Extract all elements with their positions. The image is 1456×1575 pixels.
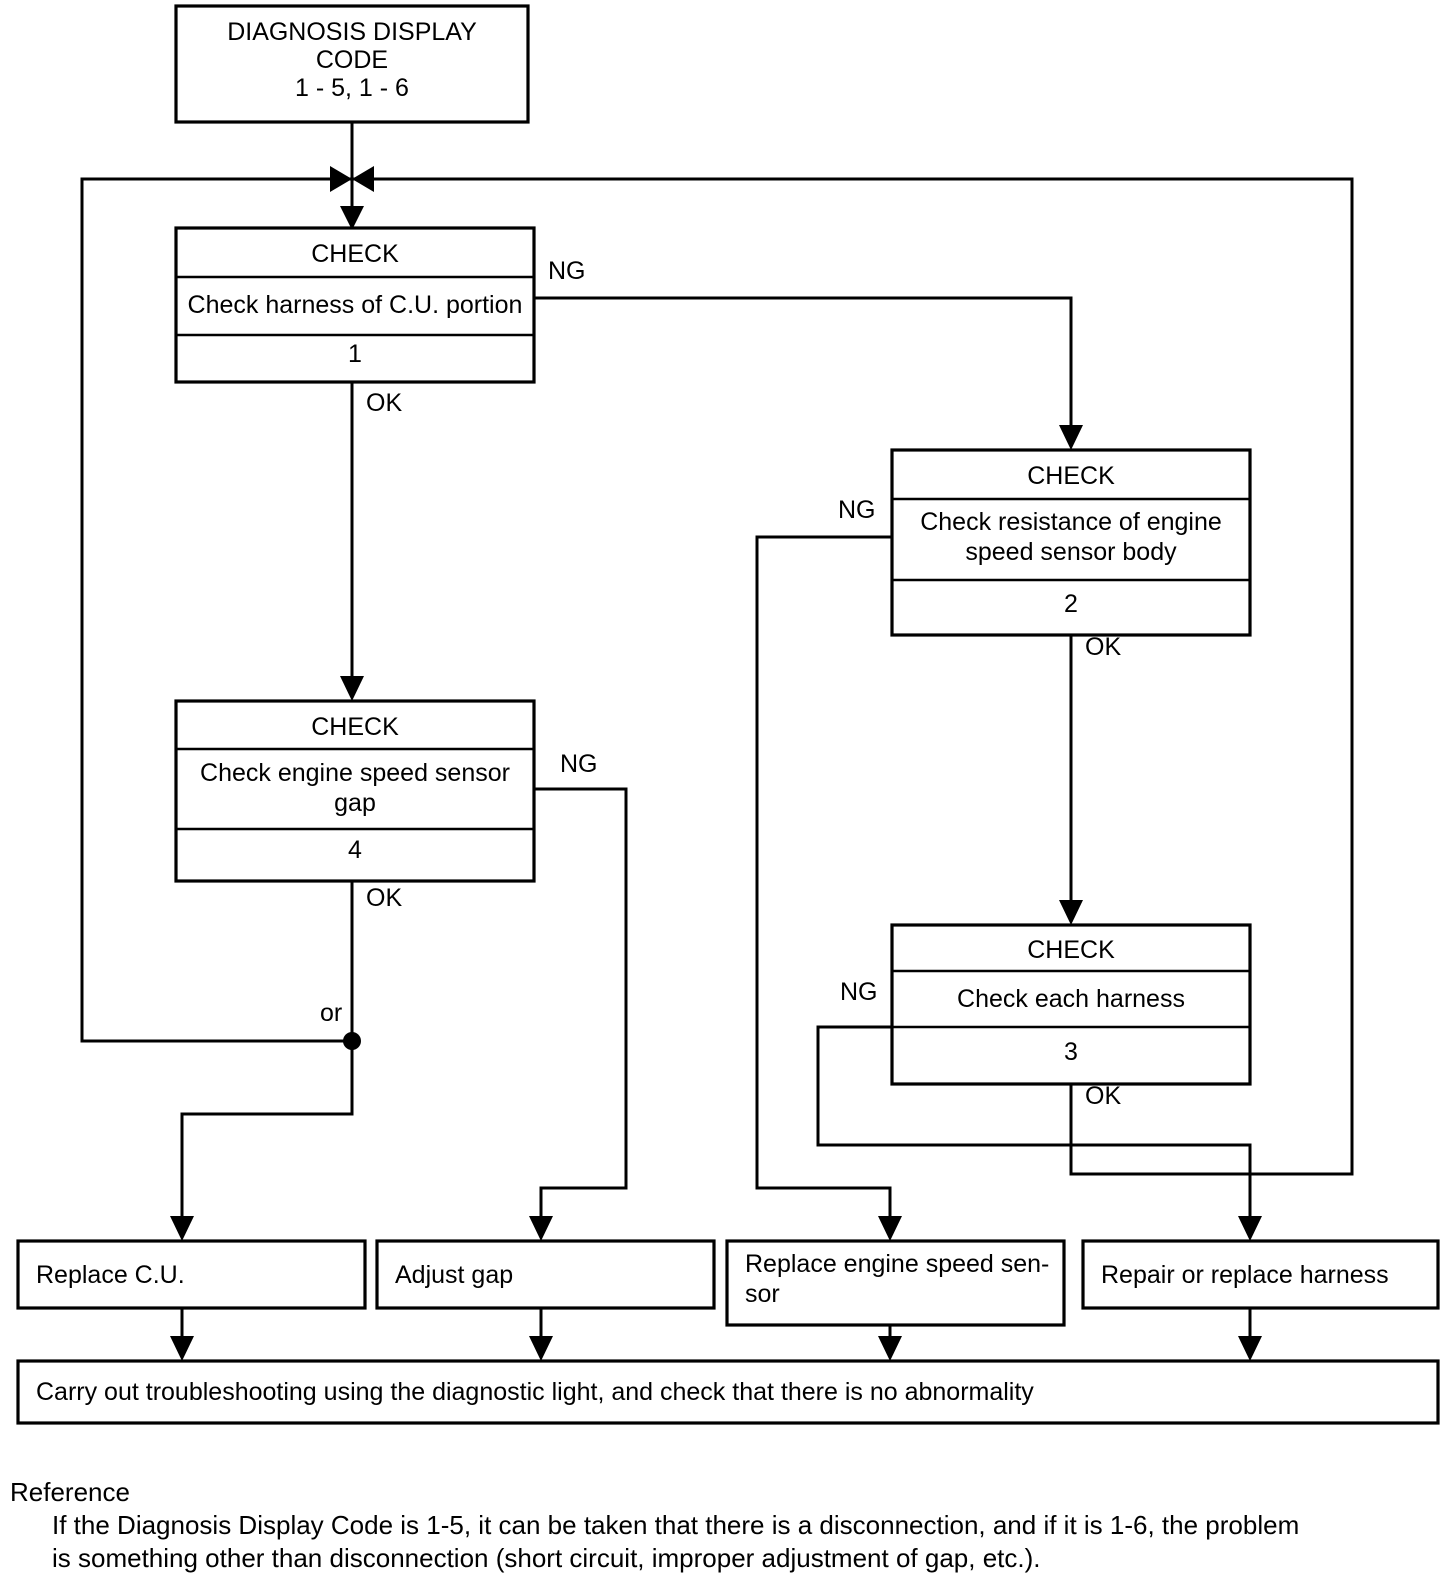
start-box-line-2: CODE bbox=[316, 46, 388, 74]
check-box-4: CHECK Check engine speed sensor gap 4 NG… bbox=[174, 699, 598, 1027]
start-box-line-3: 1 - 5, 1 - 6 bbox=[295, 74, 409, 102]
action-box-adjust-gap: Adjust gap bbox=[375, 1239, 716, 1310]
arrowhead-check1-ng bbox=[1059, 425, 1083, 450]
check-3-ng-label: NG bbox=[840, 978, 878, 1006]
action-replace-sensor-line-2: sor bbox=[745, 1280, 780, 1308]
edge-check3-ok-to-feedback bbox=[1069, 1084, 1354, 1176]
final-box-text: Carry out troubleshooting using the diag… bbox=[36, 1378, 1034, 1406]
check-4-body-line-2: gap bbox=[334, 789, 376, 817]
check-1-ok-label: OK bbox=[366, 389, 402, 417]
check-2-title: CHECK bbox=[1027, 462, 1115, 490]
check-3-body-line-1: Check each harness bbox=[957, 985, 1185, 1013]
reference-line-1: If the Diagnosis Display Code is 1-5, it… bbox=[52, 1510, 1300, 1540]
arrowhead-into-check-1 bbox=[340, 206, 364, 230]
reference-heading: Reference bbox=[10, 1477, 130, 1507]
edge-right-feedback bbox=[352, 177, 1354, 1145]
reference-line-2: is something other than disconnection (s… bbox=[52, 1543, 1041, 1573]
check-1-body-line-1: Check harness of C.U. portion bbox=[188, 291, 523, 319]
arrowhead-final-2 bbox=[529, 1336, 553, 1361]
check-1-ng-label: NG bbox=[548, 257, 586, 285]
or-label: or bbox=[320, 999, 342, 1027]
start-box: DIAGNOSIS DISPLAY CODE 1 - 5, 1 - 6 bbox=[174, 4, 530, 124]
merge-arrowhead-right bbox=[352, 166, 374, 192]
arrowhead-replace-cu bbox=[170, 1216, 194, 1241]
edge-check1-ng-to-check2 bbox=[534, 296, 1073, 426]
final-box: Carry out troubleshooting using the diag… bbox=[16, 1359, 1440, 1425]
action-replace-sensor-line-1: Replace engine speed sen- bbox=[745, 1250, 1049, 1278]
check-4-title: CHECK bbox=[311, 713, 399, 741]
check-2-body-line-2: speed sensor body bbox=[965, 538, 1177, 566]
or-junction-dot bbox=[343, 1032, 361, 1050]
action-box-repair-harness: Repair or replace harness bbox=[1081, 1239, 1440, 1310]
arrowhead-final-1 bbox=[170, 1336, 194, 1361]
arrowhead-final-4 bbox=[1238, 1336, 1262, 1361]
action-box-replace-cu: Replace C.U. bbox=[16, 1239, 367, 1310]
arrowhead-repair-harness bbox=[1238, 1216, 1262, 1241]
check-box-3: CHECK Check each harness 3 NG OK bbox=[840, 923, 1252, 1110]
start-box-line-1: DIAGNOSIS DISPLAY bbox=[227, 18, 477, 46]
action-adjust-gap-line-1: Adjust gap bbox=[395, 1261, 513, 1289]
check-4-ok-label: OK bbox=[366, 884, 402, 912]
reference-block: Reference If the Diagnosis Display Code … bbox=[10, 1476, 1450, 1575]
action-box-replace-sensor: Replace engine speed sen- sor bbox=[725, 1239, 1066, 1327]
check-4-ng-label: NG bbox=[560, 750, 598, 778]
check-4-number: 4 bbox=[348, 836, 362, 864]
check-2-body-line-1: Check resistance of engine bbox=[920, 508, 1222, 536]
check-box-1: CHECK Check harness of C.U. portion 1 NG… bbox=[174, 226, 586, 417]
check-3-number: 3 bbox=[1064, 1038, 1078, 1066]
check-2-ng-label: NG bbox=[838, 496, 876, 524]
check-box-2: CHECK Check resistance of engine speed s… bbox=[838, 448, 1252, 661]
connector-layer bbox=[80, 121, 1354, 1361]
check-3-ok-label: OK bbox=[1085, 1082, 1121, 1110]
edge-left-feedback bbox=[80, 177, 352, 1043]
edge-check4-ng-to-adjust-gap bbox=[534, 787, 628, 1216]
arrowhead-final-3 bbox=[878, 1336, 902, 1361]
check-3-title: CHECK bbox=[1027, 936, 1115, 964]
arrowhead-replace-sensor bbox=[878, 1216, 902, 1241]
check-2-number: 2 bbox=[1064, 590, 1078, 618]
edge-check4-ok-to-replace-cu bbox=[180, 881, 354, 1216]
check-2-ok-label: OK bbox=[1085, 633, 1121, 661]
action-repair-harness-line-1: Repair or replace harness bbox=[1101, 1261, 1389, 1289]
arrowhead-check2-ok bbox=[1059, 900, 1083, 925]
edge-check2-ng-to-replace-sensor bbox=[755, 535, 892, 1216]
arrowhead-check1-ok bbox=[340, 676, 364, 701]
edge-check3-ng-to-repair-harness bbox=[816, 1025, 1252, 1216]
check-4-body-line-1: Check engine speed sensor bbox=[200, 759, 510, 787]
check-1-number: 1 bbox=[348, 340, 362, 368]
merge-arrowhead-left bbox=[330, 166, 352, 192]
action-replace-cu-line-1: Replace C.U. bbox=[36, 1261, 185, 1289]
check-1-title: CHECK bbox=[311, 240, 399, 268]
arrowhead-adjust-gap bbox=[529, 1216, 553, 1241]
